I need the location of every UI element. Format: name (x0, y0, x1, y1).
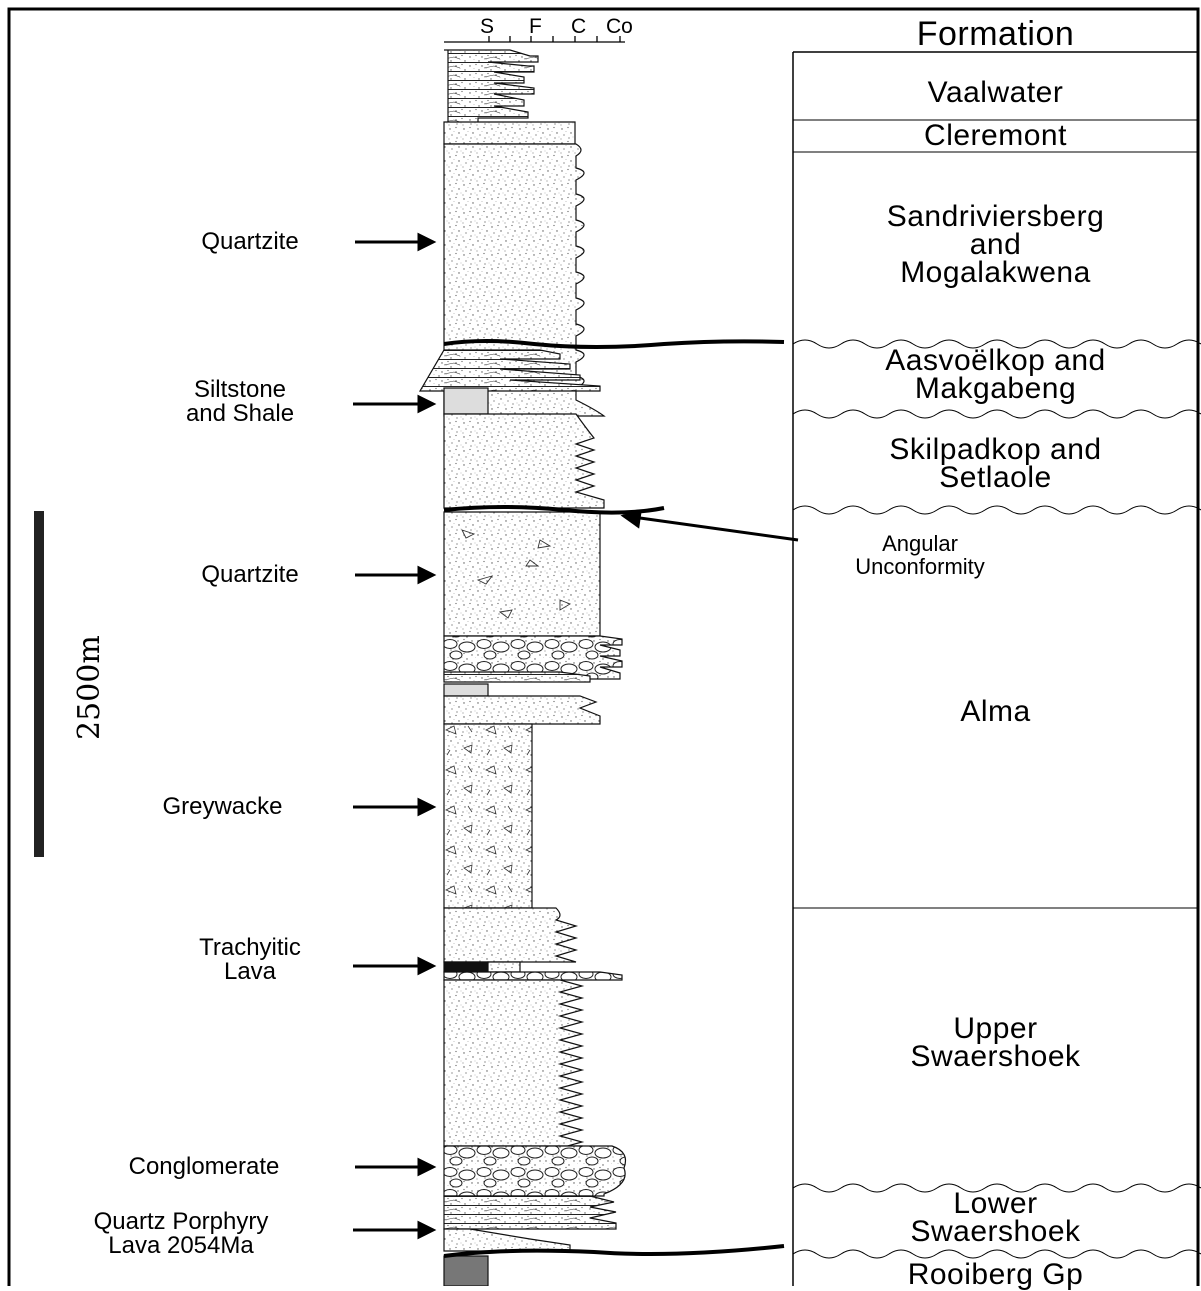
wavy-boundary (792, 409, 1201, 419)
scale-bar-label: 2500m (72, 635, 107, 740)
label-arrows (353, 232, 799, 1240)
scale-bar (34, 511, 44, 857)
formation-header: Formation (916, 15, 1075, 53)
grain-scale-s: S (480, 15, 495, 38)
grain-size-scale (444, 36, 625, 43)
label-greywacke: Greywacke (162, 793, 283, 820)
formation-vaalwater: Vaalwater (927, 76, 1064, 109)
formation-column (792, 51, 1201, 1286)
formation-cleremont: Cleremont (924, 119, 1067, 152)
formation-alma: Alma (960, 695, 1031, 728)
grain-scale-c: C (571, 15, 587, 38)
wavy-boundary (792, 339, 1201, 349)
outer-frame (7, 7, 1200, 1286)
wavy-boundary (792, 1183, 1201, 1193)
label-quartzite-upper: Quartzite (201, 228, 299, 255)
label-conglomerate: Conglomerate (128, 1153, 280, 1180)
wavy-boundary (792, 1249, 1201, 1259)
formation-rooiberg: Rooiberg Gp (907, 1258, 1084, 1291)
grain-scale-f: F (529, 15, 542, 38)
wavy-boundary (792, 505, 1201, 515)
grain-scale-co: Co (606, 15, 633, 38)
label-quartzite-lower: Quartzite (201, 561, 299, 588)
lithology-column (418, 49, 627, 1286)
